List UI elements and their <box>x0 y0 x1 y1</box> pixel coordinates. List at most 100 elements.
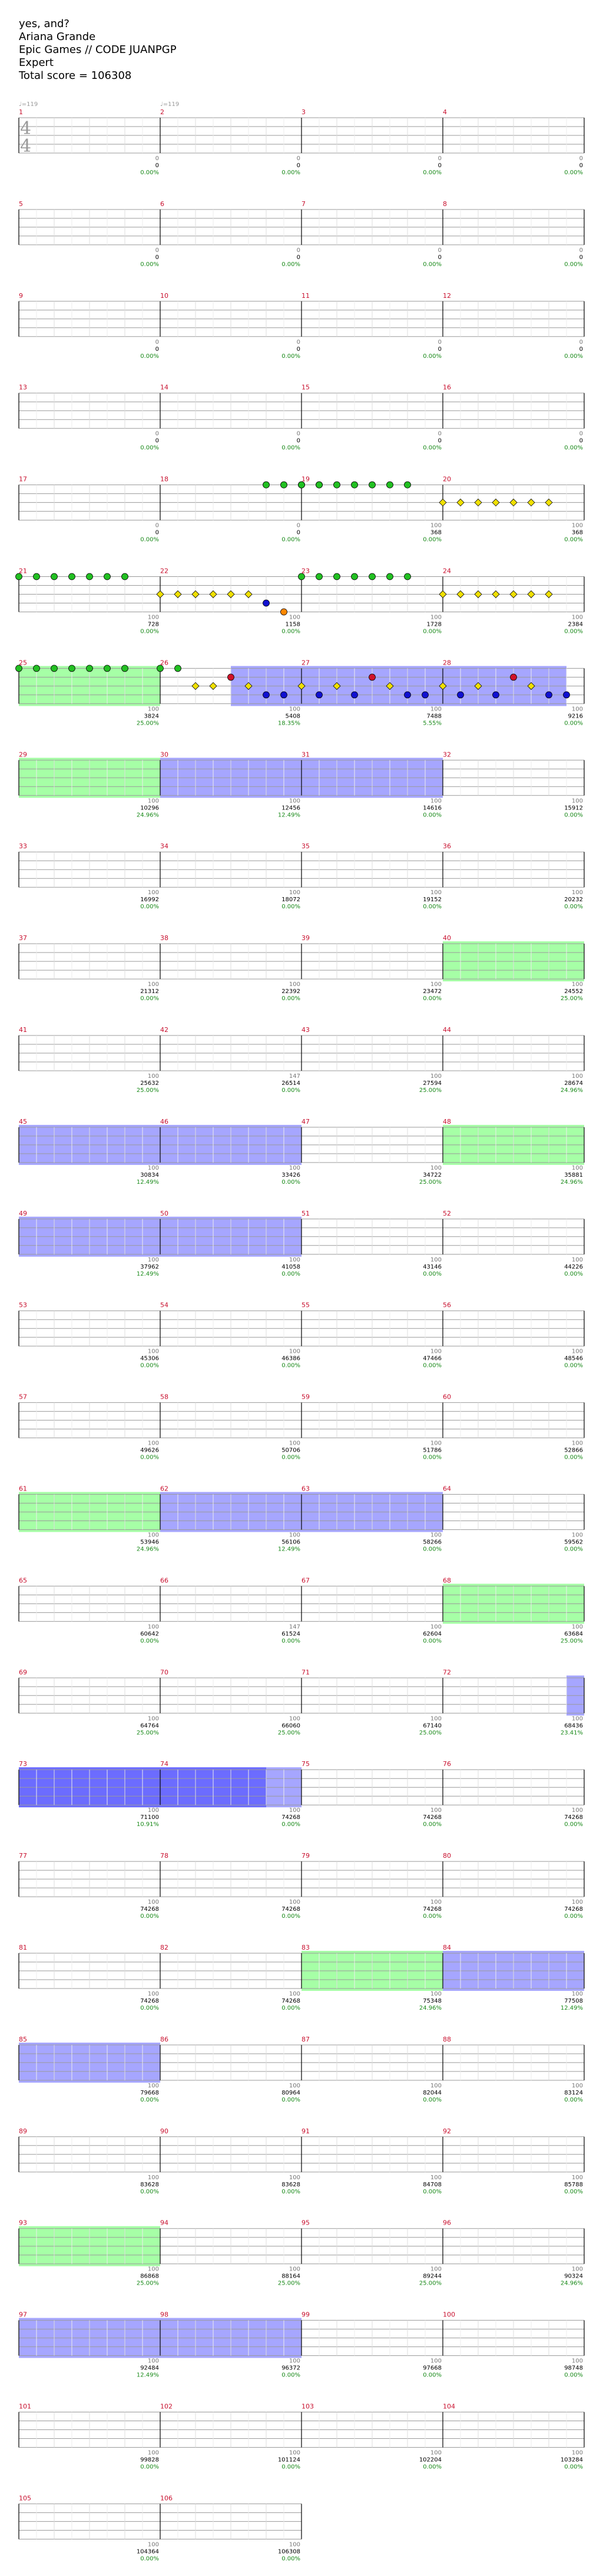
measure-percent: 24.96% <box>561 2280 583 2287</box>
measure-percent: 0.00% <box>564 537 583 543</box>
measure-number: 36 <box>443 842 451 850</box>
measure-percent: 0.00% <box>140 904 159 910</box>
measure-number: 40 <box>443 934 451 942</box>
measure-notes: 100 <box>148 889 159 896</box>
note-green <box>263 481 270 489</box>
measure-score: 61524 <box>281 1631 300 1637</box>
measure-number: 42 <box>160 1026 168 1034</box>
measure-score: 74268 <box>564 1906 583 1913</box>
measure-number: 71 <box>302 1668 310 1676</box>
measure-notes: 100 <box>289 889 300 896</box>
measure-number: 41 <box>19 1026 27 1034</box>
measure-score: 104364 <box>137 2548 159 2555</box>
note-yellow <box>527 499 535 507</box>
measure-percent: 0.00% <box>140 2189 159 2195</box>
measure-number: 66 <box>160 1576 168 1584</box>
measure-number: 22 <box>160 567 168 575</box>
note-yellow <box>209 590 217 599</box>
measure-notes: 100 <box>430 1440 442 1447</box>
measure-percent: 0.00% <box>140 2555 159 2562</box>
measure-score: 1158 <box>286 622 300 628</box>
measure-number: 4 <box>443 108 447 116</box>
note-green <box>51 665 58 672</box>
measure-notes: 100 <box>289 706 300 712</box>
song-charter: Epic Games // CODE JUANPGP <box>19 44 177 56</box>
measure-percent: 23.41% <box>561 1729 583 1736</box>
measure-score: 7488 <box>427 713 442 719</box>
measure-score: 74268 <box>423 1814 442 1821</box>
measure-percent: 0.00% <box>281 537 300 543</box>
measure-score: 30834 <box>140 1172 159 1179</box>
note-yellow <box>191 682 200 690</box>
measure-notes: 100 <box>572 1257 583 1263</box>
measure-number: 86 <box>160 2036 168 2043</box>
measure-score: 0 <box>438 346 442 353</box>
measure-score: 49626 <box>140 1448 159 1454</box>
measure-notes: 100 <box>289 2450 300 2457</box>
measure-notes: 100 <box>572 798 583 804</box>
measure-notes: 100 <box>289 798 300 804</box>
measure-number: 100 <box>443 2311 455 2319</box>
measure-percent: 25.00% <box>561 1638 583 1644</box>
measure-number: 45 <box>19 1118 27 1126</box>
measure-notes: 100 <box>148 1624 159 1630</box>
measure-notes: 100 <box>148 1715 159 1722</box>
measure-notes: 100 <box>289 1899 300 1906</box>
note-red <box>369 673 376 681</box>
measure-number: 1 <box>19 108 23 116</box>
measure-notes: 100 <box>572 1991 583 1997</box>
measure-number: 75 <box>302 1760 310 1768</box>
measure-number: 84 <box>443 1944 451 1951</box>
measure-score: 74268 <box>281 1906 300 1913</box>
measure-score: 59562 <box>564 1539 583 1546</box>
measure-score: 53946 <box>140 1539 159 1546</box>
measure-percent: 0.00% <box>423 353 442 360</box>
measure-notes: 100 <box>572 1440 583 1447</box>
measure-number: 13 <box>19 384 27 391</box>
measure-notes: 100 <box>430 2175 442 2181</box>
measure-number: 14 <box>160 384 168 391</box>
measure-notes: 0 <box>579 431 583 437</box>
measure-notes: 100 <box>572 1807 583 1814</box>
measure-number: 105 <box>19 2494 31 2502</box>
measure-percent: 0.00% <box>281 1179 300 1186</box>
measure-number: 27 <box>302 659 310 666</box>
measure-percent: 0.00% <box>281 1087 300 1094</box>
measure-notes: 0 <box>155 155 159 162</box>
measure-percent: 0.00% <box>423 170 442 176</box>
measure-score: 0 <box>579 346 583 353</box>
note-yellow <box>509 590 518 599</box>
measure-percent: 25.00% <box>419 1179 442 1186</box>
measure-number: 92 <box>443 2127 451 2135</box>
measure-notes: 0 <box>297 339 300 346</box>
measure-percent: 25.00% <box>278 2280 300 2287</box>
measure-notes: 0 <box>297 431 300 437</box>
measure-percent: 0.00% <box>140 353 159 360</box>
note-yellow <box>456 590 465 599</box>
measure-percent: 25.00% <box>278 1729 300 1736</box>
measure-score: 0 <box>297 162 300 169</box>
measure-notes: 100 <box>430 1715 442 1722</box>
measure-notes: 100 <box>572 1349 583 1355</box>
measure-number: 28 <box>443 659 451 666</box>
measure-score: 46386 <box>281 1356 300 1362</box>
measure-number: 9 <box>19 292 23 300</box>
measure-number: 95 <box>302 2219 310 2227</box>
measure-score: 83628 <box>281 2182 300 2188</box>
note-green <box>15 573 22 580</box>
measure-notes: 0 <box>297 523 300 529</box>
measure-number: 47 <box>302 1118 310 1126</box>
measure-percent: 0.00% <box>423 537 442 543</box>
measure-percent: 25.00% <box>419 1087 442 1094</box>
measure-percent: 0.00% <box>140 261 159 268</box>
measure-number: 30 <box>160 751 168 758</box>
measure-score: 90324 <box>564 2273 583 2280</box>
measure-notes: 0 <box>438 155 442 162</box>
note-green <box>157 665 164 672</box>
measure-score: 74268 <box>281 1998 300 2004</box>
measure-notes: 100 <box>430 2358 442 2365</box>
time-signature-denominator: 4 <box>20 136 31 157</box>
measure-notes: 100 <box>430 706 442 712</box>
measure-score: 18072 <box>281 897 300 903</box>
measure-notes: 100 <box>148 1440 159 1447</box>
